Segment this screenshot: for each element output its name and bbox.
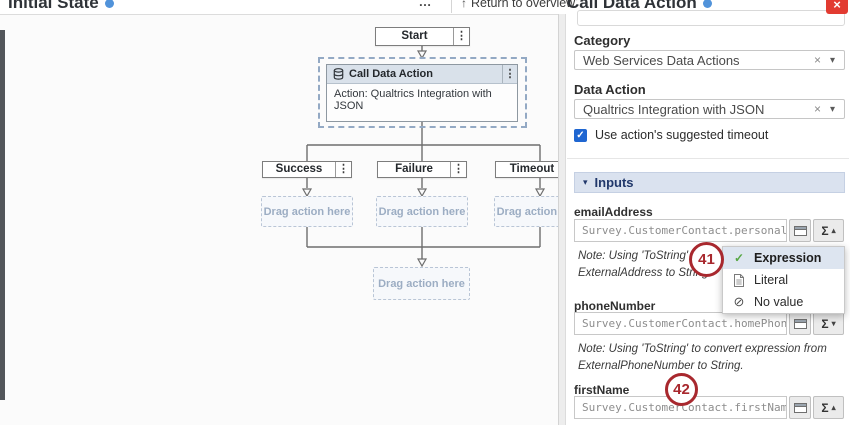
- annotation-circle-41: 41: [689, 242, 724, 277]
- more-options-button[interactable]: …: [418, 0, 432, 9]
- branch-label: Failure: [395, 163, 433, 175]
- info-icon[interactable]: [104, 0, 114, 8]
- sigma-icon: Σ: [821, 316, 829, 331]
- branch-label: Success: [275, 163, 323, 175]
- check-icon: ✓: [733, 251, 745, 265]
- input-label-emailAddress: emailAddress: [574, 205, 653, 219]
- mode-arrow-icon: ▴: [831, 226, 836, 235]
- value-mode-menu: ✓ Expression Literal ⊘ No value: [722, 246, 845, 314]
- section-divider: [567, 158, 849, 159]
- data-action-label: Data Action: [574, 82, 646, 97]
- properties-panel: Category Web Services Data Actions × ▾ D…: [558, 10, 850, 425]
- expression-field[interactable]: Survey.CustomerContact.personalEmail: [574, 219, 787, 242]
- input-row-firstName: Survey.CustomerContact.firstName Σ ▴: [574, 396, 844, 419]
- suggested-timeout-checkbox[interactable]: ✓ Use action's suggested timeout: [574, 128, 768, 142]
- call-data-action-node-title: Call Data Action: [349, 68, 433, 80]
- panel-title: Call Data Action: [567, 0, 712, 13]
- input-label-firstName: firstName: [574, 383, 630, 397]
- category-select[interactable]: Web Services Data Actions × ▾: [574, 50, 845, 70]
- action-name-field[interactable]: [577, 10, 845, 26]
- expression-editor-button[interactable]: [789, 219, 811, 242]
- inputs-section-title: Inputs: [594, 175, 634, 190]
- drop-target-next[interactable]: Drag action here: [373, 267, 470, 300]
- clear-icon[interactable]: ×: [813, 53, 821, 67]
- suggested-timeout-label: Use action's suggested timeout: [595, 128, 769, 142]
- palette-edge: [0, 30, 5, 400]
- value-mode-button[interactable]: Σ ▴: [813, 396, 844, 419]
- category-label: Category: [574, 33, 631, 48]
- mode-arrow-icon: ▴: [831, 403, 836, 412]
- sigma-icon: Σ: [821, 400, 829, 415]
- canvas-title-text: Initial State: [8, 0, 99, 12]
- category-value: Web Services Data Actions: [583, 52, 740, 68]
- info-icon[interactable]: [702, 0, 712, 8]
- up-arrow-icon: ↑: [461, 0, 467, 10]
- panel-scrollbar[interactable]: [558, 14, 566, 425]
- menu-item-literal[interactable]: Literal: [723, 269, 844, 291]
- mode-arrow-icon: ▾: [831, 319, 836, 328]
- expression-editor-button[interactable]: [789, 396, 811, 419]
- database-icon: [333, 68, 344, 80]
- menu-item-expression[interactable]: ✓ Expression: [723, 247, 844, 269]
- kebab-menu-icon[interactable]: ⋮: [502, 65, 517, 83]
- call-data-action-node-body: Action: Qualtrics Integration with JSON: [334, 88, 492, 112]
- kebab-menu-icon[interactable]: ⋮: [335, 162, 351, 177]
- conversion-note: Note: Using 'ToString' to convert expres…: [578, 343, 827, 372]
- value-mode-button[interactable]: Σ ▴: [813, 219, 844, 242]
- call-data-action-node[interactable]: Call Data Action ⋮ Action: Qualtrics Int…: [326, 64, 518, 122]
- branch-node-failure[interactable]: Failure ⋮: [377, 161, 467, 178]
- chevron-down-icon[interactable]: ▾: [829, 103, 835, 115]
- expression-editor-button[interactable]: [789, 312, 811, 335]
- canvas-title: Initial State: [8, 0, 114, 13]
- kebab-menu-icon[interactable]: ⋮: [453, 28, 469, 45]
- expression-field[interactable]: Survey.CustomerContact.homePhone: [574, 312, 787, 335]
- close-panel-button[interactable]: ×: [826, 0, 848, 14]
- return-label: Return to overview: [471, 0, 576, 10]
- input-label-phoneNumber: phoneNumber: [574, 299, 656, 313]
- data-action-select[interactable]: Qualtrics Integration with JSON × ▾: [574, 99, 845, 119]
- start-node-label: Start: [401, 30, 428, 42]
- menu-item-label: No value: [754, 295, 804, 309]
- collapse-caret-icon: ▾: [583, 177, 588, 187]
- drop-target-success[interactable]: Drag action here: [261, 196, 353, 227]
- drop-target-failure[interactable]: Drag action here: [376, 196, 468, 227]
- start-node[interactable]: Start ⋮: [375, 27, 470, 46]
- annotation-circle-42: 42: [665, 373, 698, 406]
- return-to-overview-button[interactable]: ↑ Return to overview: [461, 0, 575, 10]
- no-value-icon: ⊘: [733, 294, 745, 309]
- input-row-phoneNumber: Survey.CustomerContact.homePhone Σ ▾: [574, 312, 844, 335]
- checkbox-checked-icon[interactable]: ✓: [574, 128, 587, 142]
- branch-node-success[interactable]: Success ⋮: [262, 161, 352, 178]
- call-data-action-node-header: Call Data Action ⋮: [327, 65, 517, 84]
- sigma-icon: Σ: [821, 223, 829, 238]
- panel-title-text: Call Data Action: [567, 0, 697, 12]
- value-mode-button[interactable]: Σ ▾: [813, 312, 844, 335]
- data-action-value: Qualtrics Integration with JSON: [583, 101, 765, 117]
- header-divider: [451, 0, 452, 13]
- input-row-emailAddress: Survey.CustomerContact.personalEmail Σ ▴: [574, 219, 844, 242]
- document-icon: [732, 273, 746, 287]
- menu-item-label: Literal: [754, 273, 789, 287]
- clear-icon[interactable]: ×: [813, 102, 821, 116]
- branch-label: Timeout: [509, 163, 555, 175]
- menu-item-no-value[interactable]: ⊘ No value: [723, 291, 844, 313]
- menu-item-label: Expression: [754, 251, 822, 265]
- chevron-down-icon[interactable]: ▾: [829, 54, 835, 66]
- inputs-section-header[interactable]: ▾ Inputs: [574, 172, 845, 193]
- kebab-menu-icon[interactable]: ⋮: [450, 162, 466, 177]
